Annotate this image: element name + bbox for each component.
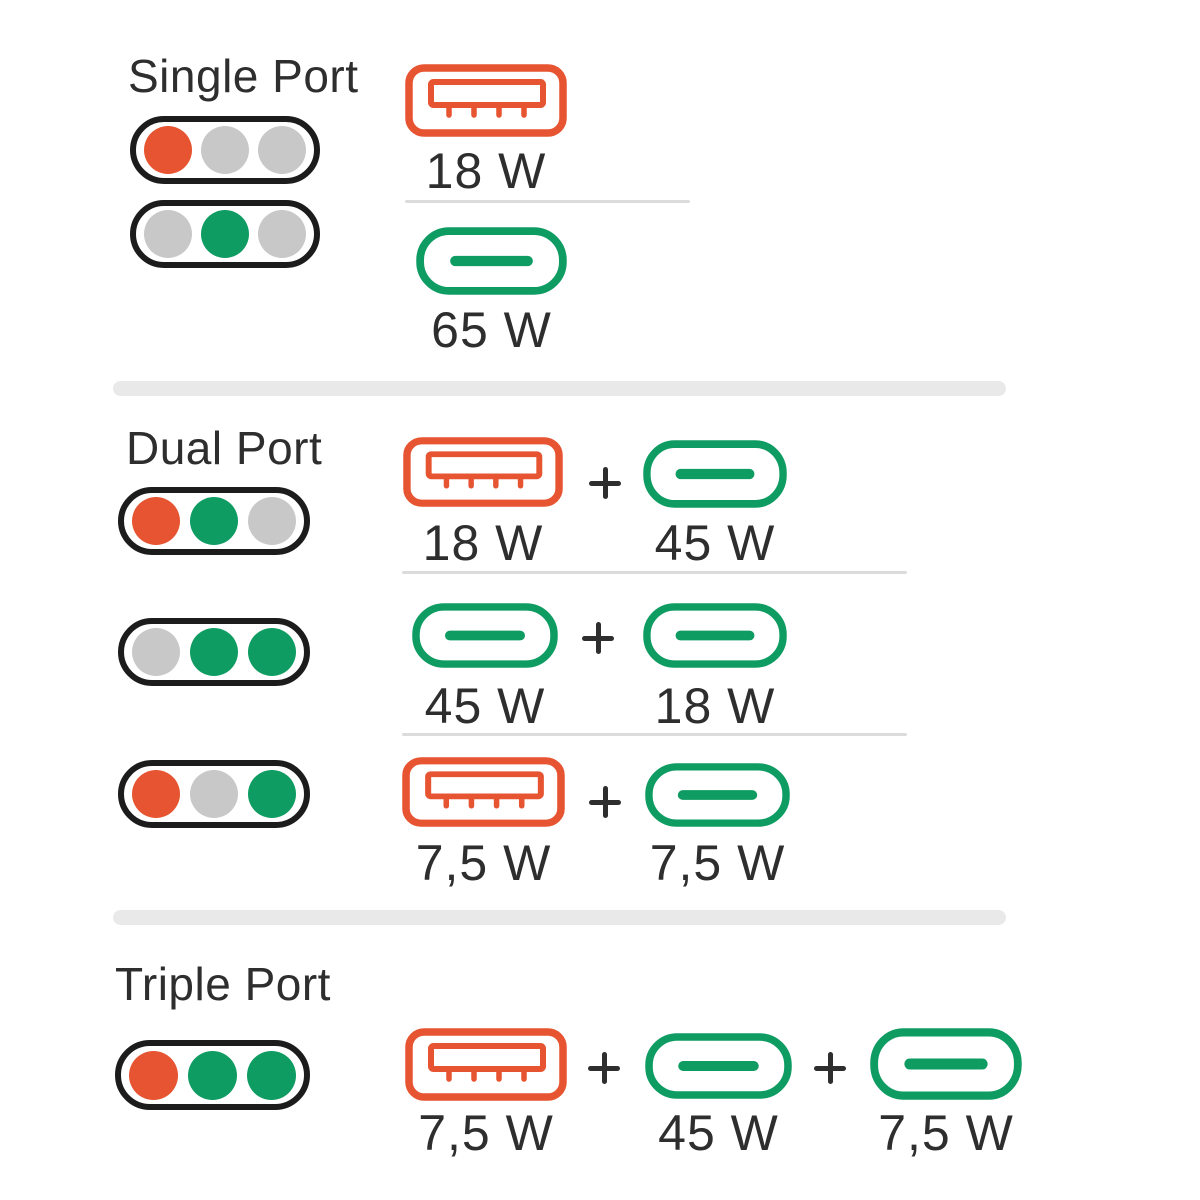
wattage-label: 45 W	[424, 678, 546, 734]
usb-c-icon	[643, 440, 787, 508]
plus-icon	[588, 1052, 620, 1084]
wattage-label: 18 W	[422, 515, 544, 571]
usb-a-icon	[405, 1028, 567, 1101]
gray-status-dot	[248, 497, 296, 545]
green-status-dot	[248, 628, 296, 676]
wattage-label: 7,5 W	[649, 835, 786, 891]
green-status-dot	[201, 210, 249, 258]
wattage-label: 45 W	[654, 515, 776, 571]
wattage-label: 18 W	[654, 678, 776, 734]
wattage-label: 45 W	[658, 1105, 779, 1161]
wattage-label: 7,5 W	[418, 1105, 554, 1161]
row-divider	[402, 733, 907, 736]
orange-status-dot	[132, 770, 180, 818]
usb-a-port: 18 W	[403, 437, 563, 568]
wattage-label: 7,5 W	[415, 835, 552, 891]
gray-status-dot	[201, 126, 249, 174]
port-status-indicator	[130, 200, 320, 268]
wattage-label: 18 W	[425, 143, 547, 199]
usb-a-port: 7,5 W	[402, 757, 565, 888]
usb-c-port: 7,5 W	[870, 1028, 1022, 1158]
usb-c-icon	[645, 1033, 792, 1099]
port-status-indicator	[118, 760, 310, 828]
usb-a-port: 7,5 W	[405, 1028, 567, 1158]
gray-status-dot	[190, 770, 238, 818]
plus-icon	[589, 786, 621, 818]
wattage-label: 65 W	[431, 302, 552, 358]
plus-icon	[814, 1052, 846, 1084]
orange-status-dot	[129, 1050, 178, 1100]
usb-c-port: 7,5 W	[645, 763, 790, 888]
gray-status-dot	[258, 126, 306, 174]
orange-status-dot	[144, 126, 192, 174]
port-status-indicator	[115, 1040, 310, 1110]
usb-c-port: 45 W	[412, 603, 558, 731]
section-title-triple-port: Triple Port	[115, 958, 331, 1010]
plus-icon	[582, 622, 614, 654]
row-divider	[405, 200, 690, 203]
port-status-indicator	[118, 487, 310, 555]
usb-c-icon	[416, 227, 567, 295]
usb-c-port: 18 W	[643, 603, 787, 731]
port-status-indicator	[130, 116, 320, 184]
green-status-dot	[247, 1050, 296, 1100]
usb-c-icon	[870, 1028, 1022, 1100]
green-status-dot	[188, 1050, 237, 1100]
green-status-dot	[190, 497, 238, 545]
row-divider	[402, 571, 907, 574]
usb-c-icon	[412, 603, 558, 668]
usb-c-icon	[643, 603, 787, 668]
usb-a-icon	[403, 437, 563, 507]
section-title-single-port: Single Port	[128, 50, 359, 102]
gray-status-dot	[144, 210, 192, 258]
green-status-dot	[248, 770, 296, 818]
orange-status-dot	[132, 497, 180, 545]
usb-a-icon	[402, 757, 565, 827]
gray-status-dot	[258, 210, 306, 258]
usb-c-icon	[645, 763, 790, 827]
usb-c-port: 45 W	[645, 1033, 792, 1158]
green-status-dot	[190, 628, 238, 676]
wattage-label: 7,5 W	[878, 1105, 1014, 1161]
section-divider	[113, 381, 1006, 396]
usb-a-port: 18 W	[405, 64, 567, 196]
gray-status-dot	[132, 628, 180, 676]
usb-a-icon	[405, 64, 567, 137]
usb-c-port: 65 W	[416, 227, 567, 355]
usb-c-port: 45 W	[643, 440, 787, 568]
section-title-dual-port: Dual Port	[126, 422, 323, 474]
port-status-indicator	[118, 618, 310, 686]
plus-icon	[589, 467, 621, 499]
section-divider	[113, 910, 1006, 925]
